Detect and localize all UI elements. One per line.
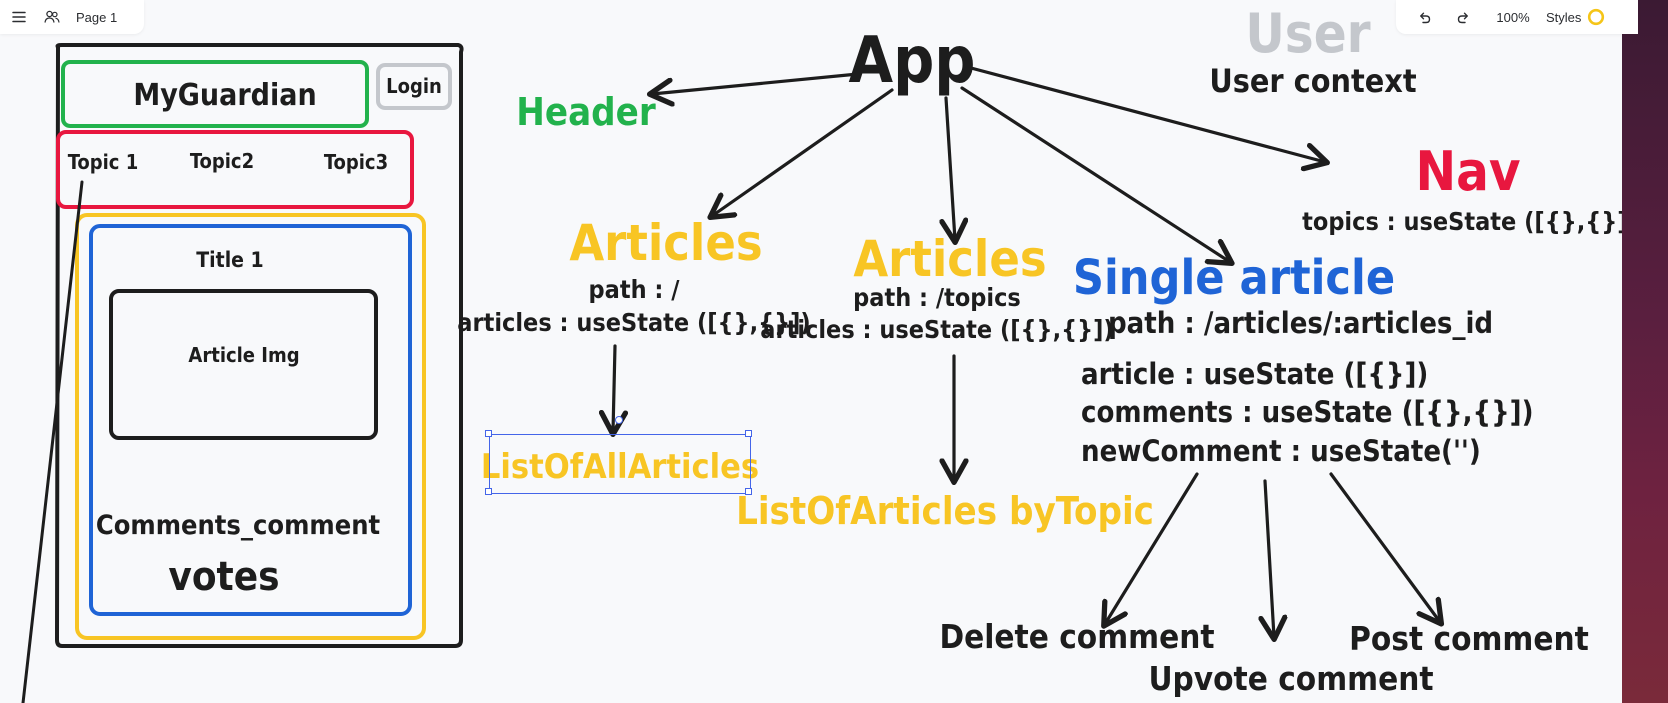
arrow-single-to-delete[interactable] — [1105, 472, 1199, 624]
undo-button[interactable] — [1404, 3, 1444, 31]
undo-icon — [1420, 12, 1431, 24]
arrow-app-to-single-article[interactable] — [960, 86, 1230, 262]
drawing-layer[interactable]: MyGuardian Login Topic 1 Topic2 Topic3 T… — [0, 0, 1622, 703]
rotate-handle[interactable] — [615, 416, 623, 424]
header-box[interactable] — [61, 60, 369, 128]
arrow-app-to-articles-topic[interactable] — [946, 96, 955, 240]
resize-handle-bottom-right[interactable] — [745, 488, 752, 495]
articles-all-path[interactable]: path : / — [589, 275, 681, 304]
arrow-app-to-articles-all[interactable] — [712, 88, 894, 216]
people-icon — [44, 10, 60, 23]
color-swatch-icon — [1588, 8, 1605, 26]
header-label[interactable]: Header — [516, 90, 656, 134]
wireframe-long-line[interactable] — [21, 180, 84, 703]
wireframe-login-text: Login — [386, 74, 442, 98]
single-article-state-article[interactable]: article : useState ([{}]) — [1081, 357, 1428, 391]
single-article-state-comments[interactable]: comments : useState ([{},{}]) — [1081, 395, 1534, 429]
main-menu-button[interactable] — [6, 3, 32, 31]
articles-topic-path[interactable]: path : /topics — [853, 283, 1021, 312]
resize-handle-top-right[interactable] — [745, 430, 752, 437]
arrow-app-to-user-nav[interactable] — [969, 66, 1325, 162]
desktop-wallpaper-edge — [1622, 0, 1668, 703]
whiteboard-canvas[interactable]: MyGuardian Login Topic 1 Topic2 Topic3 T… — [0, 0, 1622, 703]
top-left-toolbar: Page 1 — [0, 0, 144, 34]
nav-box[interactable] — [56, 130, 414, 209]
delete-comment-label[interactable]: Delete comment — [939, 617, 1214, 656]
arrow-single-to-upvote[interactable] — [1265, 479, 1274, 637]
single-article-path[interactable]: path : /articles/:articles_id — [1108, 306, 1493, 340]
arrows — [613, 66, 1440, 637]
wireframe-header-text: MyGuardian — [133, 78, 316, 113]
wireframe-comments-text: Comments_comment — [96, 510, 381, 541]
login-box[interactable] — [376, 63, 452, 110]
articles-container-box[interactable] — [75, 213, 426, 640]
wireframe-topic-3: Topic3 — [324, 150, 388, 174]
wireframe: MyGuardian Login Topic 1 Topic2 Topic3 T… — [21, 43, 464, 703]
arrow-single-to-post[interactable] — [1329, 472, 1440, 622]
articles-topic-title[interactable]: Articles — [853, 230, 1046, 288]
app-label[interactable]: App — [849, 24, 976, 98]
wireframe-topic-2: Topic2 — [190, 149, 254, 173]
redo-button[interactable] — [1444, 3, 1484, 31]
single-article-title[interactable]: Single article — [1073, 250, 1395, 306]
wireframe-topic-1: Topic 1 — [68, 150, 138, 174]
list-by-topic-label[interactable]: ListOfArticles byTopic — [736, 489, 1154, 533]
user-label[interactable]: User — [1245, 2, 1370, 65]
wireframe-outer-frame[interactable] — [55, 43, 464, 648]
resize-handle-top-left[interactable] — [485, 430, 492, 437]
article-card-box[interactable] — [89, 224, 412, 616]
user-context-label[interactable]: User context — [1209, 62, 1416, 100]
article-image-box[interactable] — [109, 289, 378, 440]
page-menu-button[interactable]: Page 1 — [76, 9, 118, 25]
styles-button[interactable]: Styles — [1546, 9, 1582, 25]
upvote-comment-label[interactable]: Upvote comment — [1148, 659, 1433, 698]
style-color-swatch[interactable] — [1585, 3, 1607, 31]
resize-handle-bottom-left[interactable] — [485, 488, 492, 495]
articles-all-state[interactable]: articles : useState ([{},{}]) — [457, 308, 810, 337]
list-all-articles-label[interactable]: ListOfAllArticles — [481, 447, 759, 487]
single-article-state-new-comment[interactable]: newComment : useState('') — [1081, 434, 1481, 468]
wireframe-votes-text: votes — [168, 554, 279, 600]
redo-icon — [1457, 12, 1468, 24]
hamburger-menu-icon — [12, 11, 26, 23]
people-menu-button[interactable] — [32, 3, 72, 31]
wireframe-title-text: Title 1 — [196, 248, 263, 272]
arrow-articles-to-list-all[interactable] — [613, 344, 615, 432]
top-right-toolbar: 100% Styles — [1396, 0, 1638, 34]
zoom-menu-button[interactable]: 100% — [1496, 9, 1530, 25]
nav-label[interactable]: Nav — [1415, 140, 1520, 203]
arrow-app-to-header[interactable] — [652, 72, 860, 94]
wireframe-image-text: Article Img — [188, 343, 299, 367]
diagram-labels: App Header User User context Nav topics … — [457, 2, 1622, 698]
articles-all-title[interactable]: Articles — [569, 214, 762, 272]
nav-state-label[interactable]: topics : useState ([{},{}]) — [1302, 207, 1622, 236]
post-comment-label[interactable]: Post comment — [1349, 619, 1589, 658]
articles-topic-state[interactable]: articles : useState ([{},{}]) — [760, 315, 1113, 344]
